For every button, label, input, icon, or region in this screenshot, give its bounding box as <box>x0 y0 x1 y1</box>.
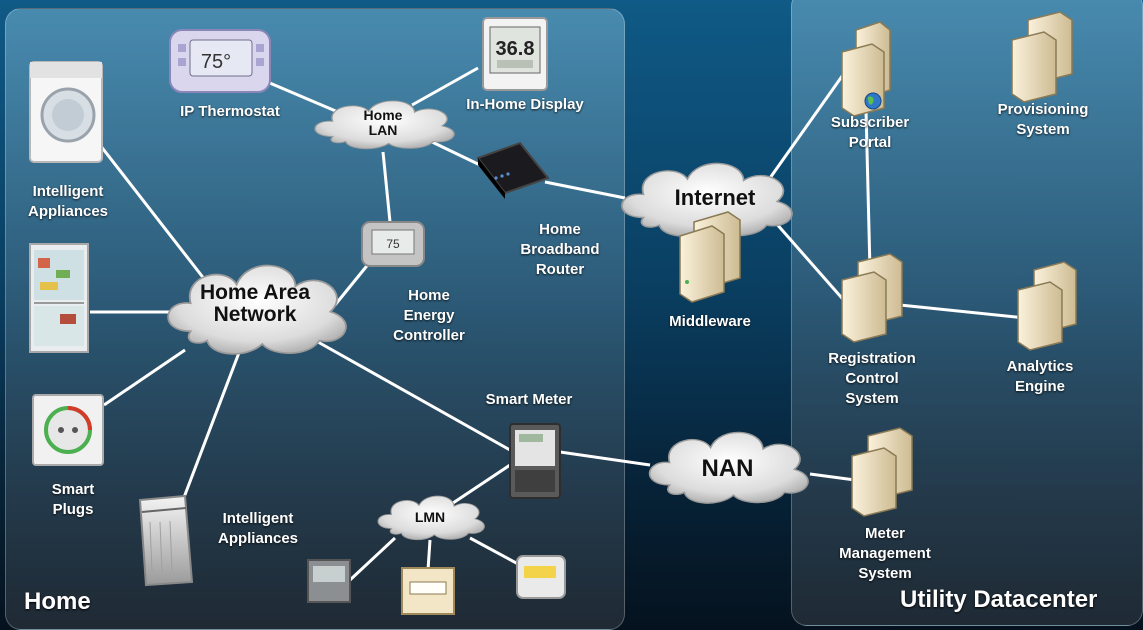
smart-meter-label: Smart Meter <box>485 391 573 408</box>
link-nan-mms <box>809 472 856 482</box>
ip-thermostat-label: IP Thermostat <box>180 103 280 120</box>
lmn-meter-2-icon <box>401 567 455 615</box>
in-home-display-label: In-Home Display <box>466 96 584 113</box>
meter-management-system-label: Meter Management System <box>839 525 931 582</box>
link-internet-portal <box>768 71 847 179</box>
registration-control-server-icon <box>841 253 903 343</box>
connection-lines <box>90 66 1026 582</box>
link-dishwasher-han <box>181 349 242 501</box>
link-thermostat-homelan <box>257 76 346 117</box>
link-lmn-meter2 <box>426 539 432 571</box>
analytics-engine-server-icon <box>1017 261 1077 351</box>
home-energy-controller-icon: 75 <box>361 221 425 267</box>
link-meter-lmn <box>449 463 511 507</box>
lmn-label: LMN <box>414 509 446 525</box>
cloud-home-area-network <box>167 264 347 355</box>
cloud-home-lan <box>314 100 455 150</box>
provisioning-server-icon <box>1011 11 1073 103</box>
smart-meter-icon <box>509 423 561 499</box>
subscriber-portal-server-icon <box>841 21 891 117</box>
cloud-lmn <box>377 495 485 541</box>
home-area-network-label: Home Area Network <box>199 281 311 327</box>
internet-label: Internet <box>674 185 756 210</box>
link-plug-han <box>103 348 186 407</box>
utility-datacenter-title: Utility Datacenter <box>900 586 1098 613</box>
lmn-meter-3-icon <box>516 555 566 599</box>
link-lmn-meter1 <box>348 536 397 582</box>
link-meter-nan <box>559 450 651 467</box>
intelligent-appliances-bottom-label: Intelligent Appliances <box>217 510 299 547</box>
washing-machine-icon <box>29 61 103 163</box>
link-han-meter <box>317 340 511 452</box>
registration-control-system-label: Registration Control System <box>828 350 916 407</box>
link-lmn-meter3 <box>469 536 521 567</box>
cloud-internet <box>621 162 793 237</box>
controller-readout: 75 <box>386 237 400 251</box>
display-readout: 36.8 <box>496 38 535 60</box>
smart-plug-icon <box>32 394 104 466</box>
link-washer-han <box>98 144 207 281</box>
lmn-meter-1-icon <box>307 559 351 603</box>
link-portal-registration <box>864 109 872 271</box>
thermostat-readout: 75° <box>201 51 231 73</box>
smart-plugs-label: Smart Plugs <box>51 481 95 518</box>
link-homelan-controller <box>381 151 392 223</box>
home-lan-label: Home LAN <box>363 107 403 138</box>
in-home-display-icon: 36.8 <box>482 17 548 91</box>
intelligent-appliances-top-label: Intelligent Appliances <box>27 183 109 220</box>
broadband-router-icon <box>476 141 550 199</box>
link-display-homelan <box>411 66 479 107</box>
middleware-server-icon <box>679 211 741 303</box>
ip-thermostat-icon: 75° <box>169 29 271 93</box>
meter-management-server-icon <box>851 427 913 517</box>
link-router-internet <box>544 180 626 200</box>
subscriber-portal-label: Subscriber Portal <box>830 114 910 151</box>
cloud-nan <box>648 431 809 504</box>
analytics-engine-label: Analytics Engine <box>1006 358 1074 395</box>
home-energy-controller-label: Home Energy Controller <box>393 287 465 344</box>
refrigerator-icon <box>29 243 89 353</box>
home-panel-title: Home <box>24 588 91 615</box>
dishwasher-icon <box>138 494 194 587</box>
nan-label: NAN <box>701 455 754 482</box>
link-registration-analytics <box>899 303 1026 320</box>
provisioning-system-label: Provisioning System <box>997 101 1089 138</box>
link-internet-registration <box>773 221 850 306</box>
middleware-label: Middleware <box>669 313 751 330</box>
link-han-controller <box>333 261 372 306</box>
home-broadband-router-label: Home Broadband Router <box>520 221 600 278</box>
link-homelan-router <box>427 138 481 167</box>
